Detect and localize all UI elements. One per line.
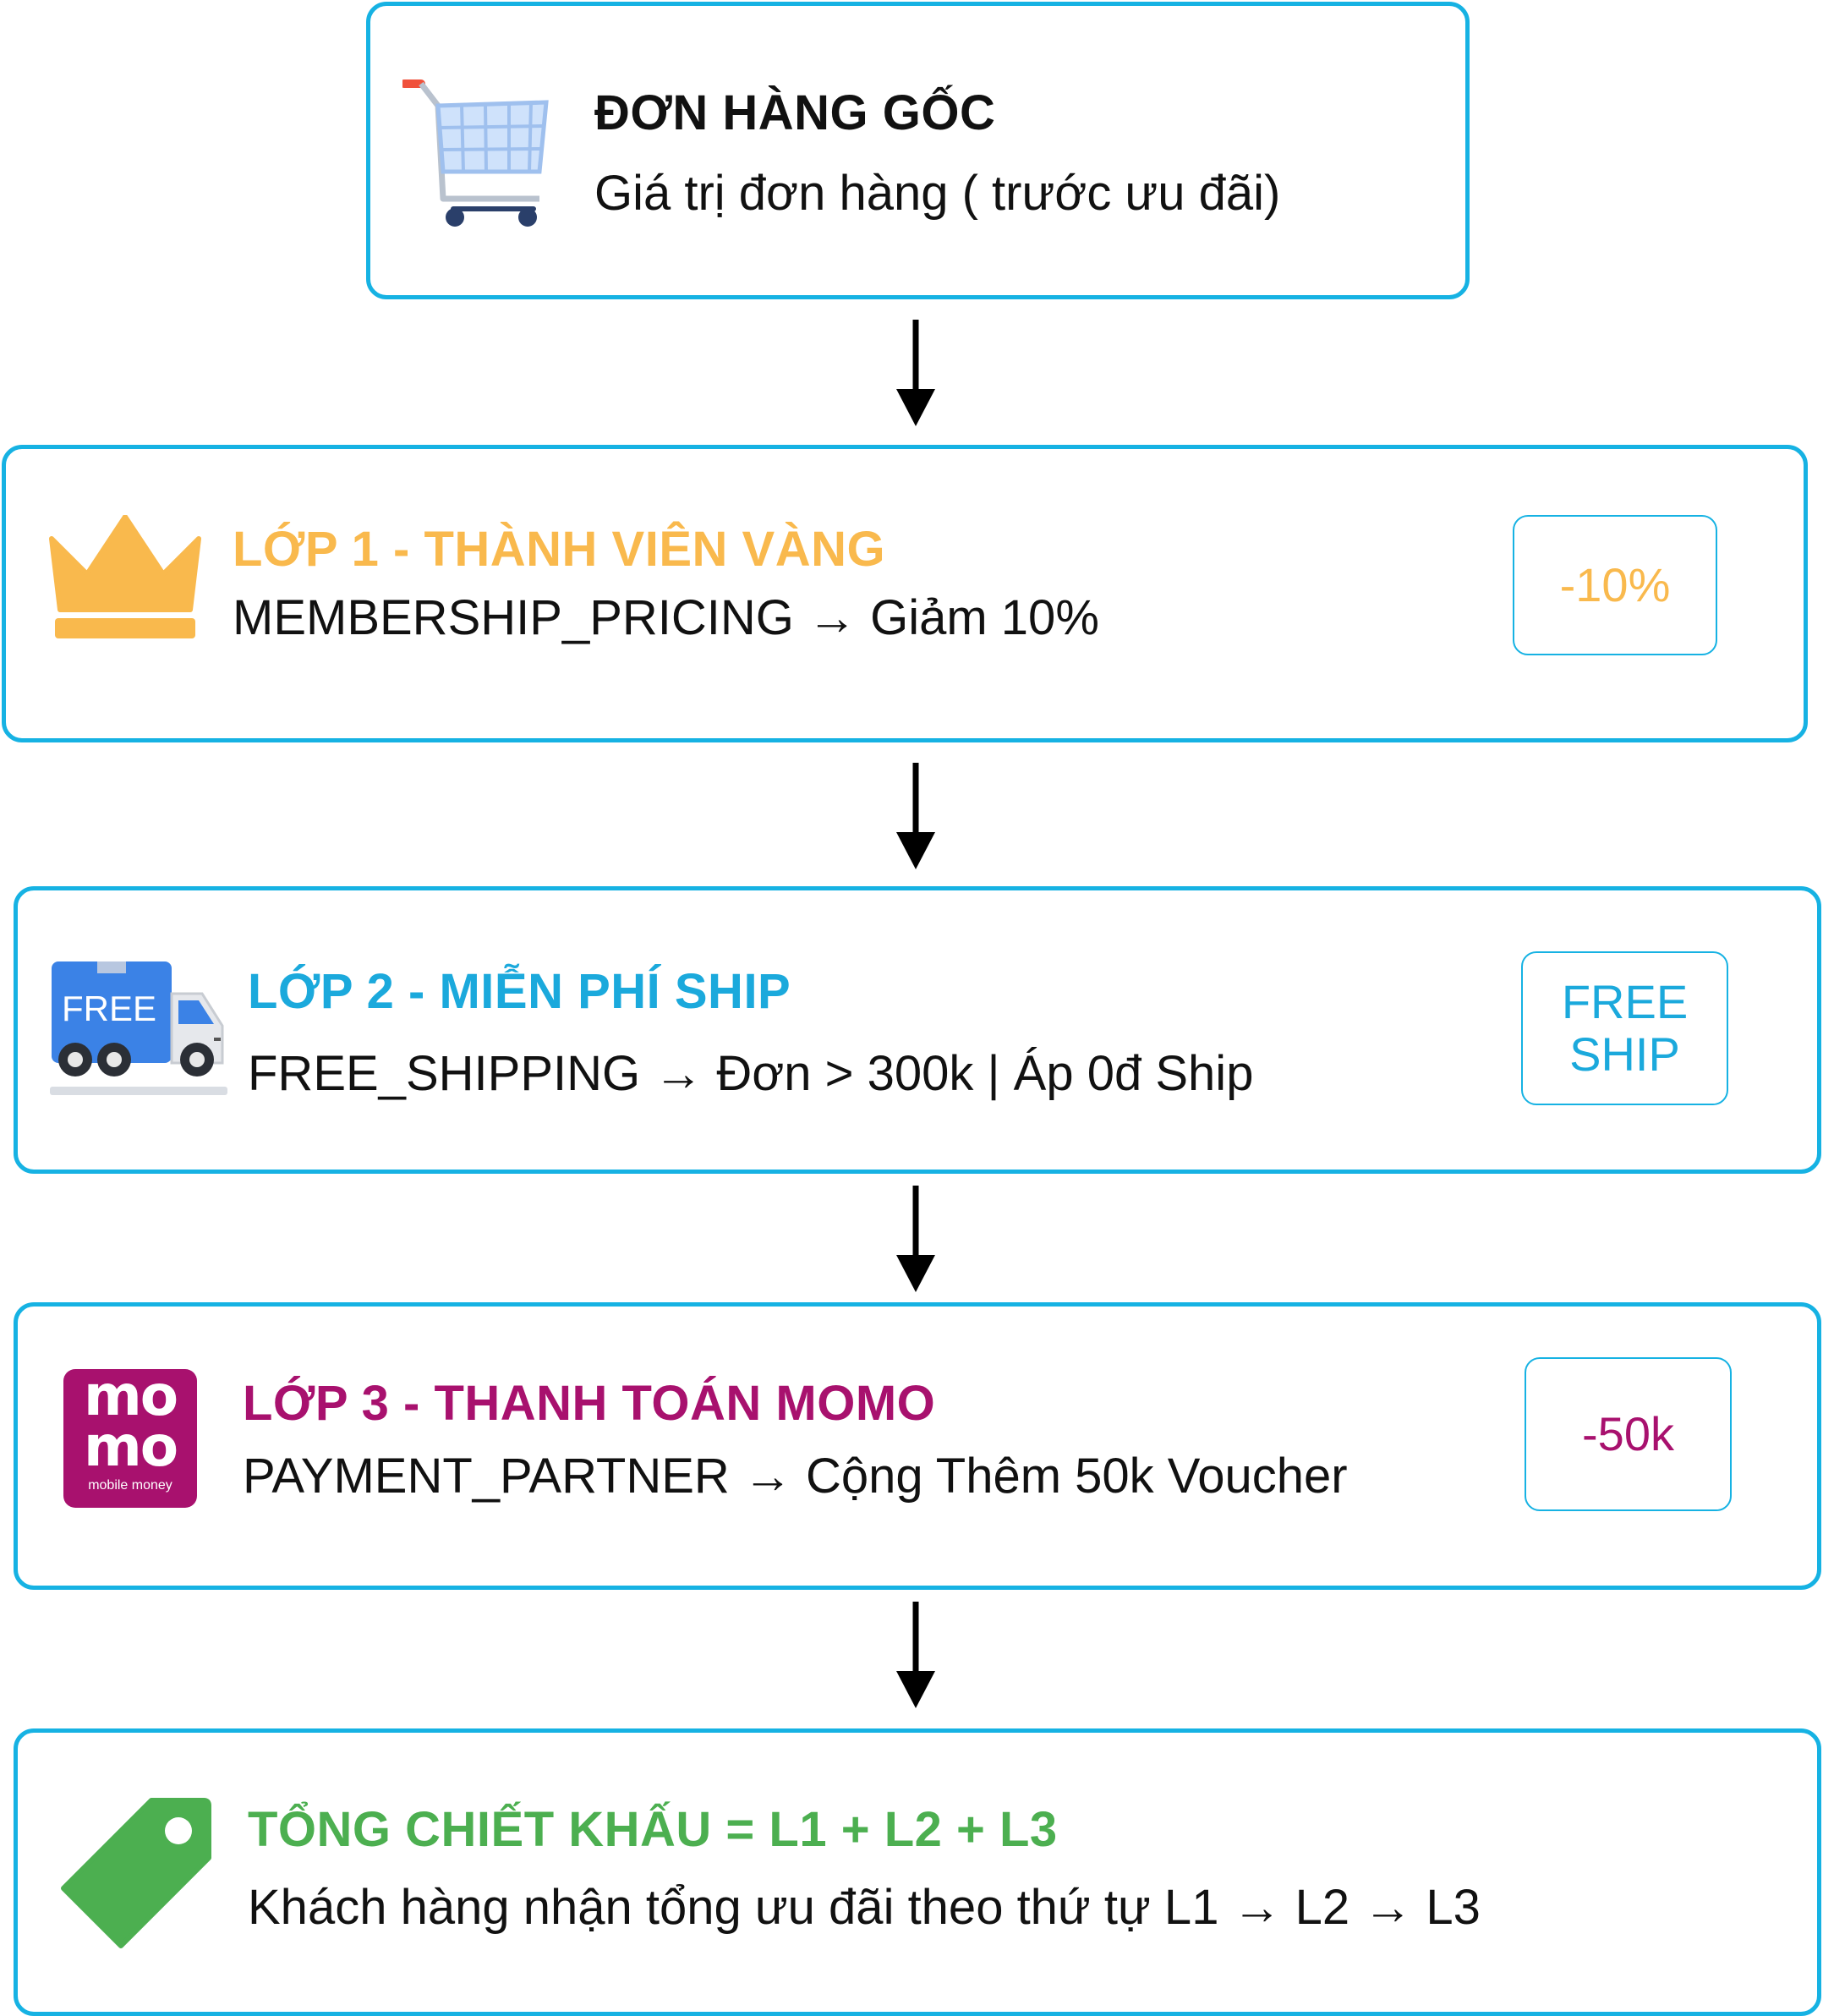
price-tag-icon bbox=[61, 1798, 211, 1948]
momo-logo-subtitle: mobile money bbox=[88, 1478, 172, 1493]
free-delivery-truck-icon: FREE bbox=[50, 961, 227, 1095]
layer3-description: PAYMENT_PARTNER → Cộng Thêm 50k Voucher bbox=[243, 1449, 1348, 1504]
layer2-box: FREE LỚP 2 - MIỄN PHÍ SHIP FREE_SHIPPING… bbox=[14, 886, 1821, 1174]
layer3-badge-label: -50k bbox=[1582, 1407, 1674, 1460]
flow-arrow-1 bbox=[896, 320, 935, 426]
layer1-badge-label: -10% bbox=[1559, 558, 1671, 611]
origin-title: ĐƠN HÀNG GỐC bbox=[594, 85, 996, 140]
origin-description: Giá trị đơn hàng ( trước ưu đãi) bbox=[594, 166, 1281, 221]
crown-icon bbox=[49, 515, 201, 638]
momo-logo-icon: mo mo mobile money bbox=[63, 1369, 197, 1508]
layer3-title: LỚP 3 - THANH TOÁN MOMO bbox=[243, 1376, 936, 1431]
layer2-badge-line1: FREE bbox=[1561, 975, 1689, 1028]
flow-arrow-2 bbox=[896, 763, 935, 869]
layer1-description: MEMBERSHIP_PRICING → Giảm 10% bbox=[233, 590, 1099, 645]
total-title: TỔNG CHIẾT KHẤU = L1 + L2 + L3 bbox=[248, 1802, 1058, 1857]
momo-logo-line2: mo bbox=[83, 1414, 178, 1479]
total-description: Khách hàng nhận tổng ưu đãi theo thứ tự … bbox=[248, 1880, 1481, 1935]
layer3-voucher-badge: -50k bbox=[1525, 1357, 1732, 1511]
layer3-box: mo mo mobile money LỚP 3 - THANH TOÁN MO… bbox=[14, 1302, 1821, 1590]
truck-free-text: FREE bbox=[62, 989, 156, 1028]
layer2-free-ship-badge: FREE SHIP bbox=[1521, 951, 1728, 1105]
layer2-title: LỚP 2 - MIỄN PHÍ SHIP bbox=[248, 964, 791, 1019]
origin-order-box: ĐƠN HÀNG GỐC Giá trị đơn hàng ( trước ưu… bbox=[366, 2, 1470, 299]
layer1-box: LỚP 1 - THÀNH VIÊN VÀNG MEMBERSHIP_PRICI… bbox=[2, 445, 1808, 742]
shopping-cart-icon bbox=[402, 79, 549, 227]
total-discount-box: TỔNG CHIẾT KHẤU = L1 + L2 + L3 Khách hàn… bbox=[14, 1728, 1821, 2016]
layer1-title: LỚP 1 - THÀNH VIÊN VÀNG bbox=[233, 522, 886, 577]
momo-logo-line1: mo bbox=[83, 1369, 178, 1428]
flow-arrow-3 bbox=[896, 1186, 935, 1292]
flow-arrow-4 bbox=[896, 1602, 935, 1708]
layer2-description: FREE_SHIPPING → Đơn > 300k | Áp 0đ Ship bbox=[248, 1046, 1254, 1101]
layer2-badge-line2: SHIP bbox=[1569, 1027, 1680, 1081]
layer1-discount-badge: -10% bbox=[1513, 515, 1717, 655]
